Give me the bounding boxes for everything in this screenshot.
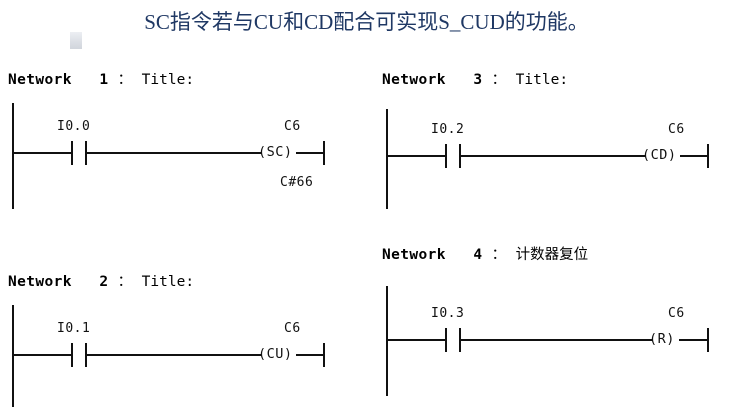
rung-segment-right (460, 155, 645, 157)
rung-segment-left (12, 152, 72, 154)
contact-address-label: I0.0 (57, 119, 91, 134)
network-2-separator: ： (117, 274, 133, 290)
network-3-title: Network 3 ： Title: (382, 68, 722, 89)
left-power-rail (12, 305, 14, 407)
left-power-rail (386, 109, 388, 209)
network-3-subtitle: Title: (515, 72, 569, 88)
slide-heading: SC指令若与CU和CD配合可实现S_CUD的功能。 (144, 10, 589, 34)
network-1-separator: ： (117, 72, 133, 88)
left-power-rail (12, 103, 14, 209)
contact-bar-left (71, 141, 73, 165)
rung-tail (680, 155, 708, 157)
left-power-rail (386, 286, 388, 396)
network-4-label: Network (382, 247, 446, 263)
contact-address-label: I0.3 (431, 306, 465, 321)
network-3-number: 3 (473, 72, 483, 88)
contact-bar-left (445, 328, 447, 352)
coil-instruction: (SC) (258, 144, 293, 160)
network-2-title: Network 2 ： Title: (8, 270, 338, 291)
contact-bar-left (445, 144, 447, 168)
rung-tail (679, 339, 708, 341)
network-2-subtitle: Title: (141, 274, 195, 290)
coil-instruction: (R) (649, 331, 675, 347)
contact-address-label: I0.1 (57, 321, 91, 336)
rung-segment-left (12, 354, 72, 356)
rung-segment-right (460, 339, 652, 341)
rung-terminator (707, 328, 709, 352)
network-4-separator: ： (491, 247, 507, 263)
network-4-block: Network 4 ： 计数器复位 I0.3 (R) C6 (382, 243, 722, 401)
rung-segment-right (86, 354, 261, 356)
network-3-ladder: I0.2 (CD) C6 (382, 109, 722, 217)
rung-segment-left (386, 155, 446, 157)
network-2-number: 2 (99, 274, 109, 290)
rung-segment-left (386, 339, 446, 341)
coil-address-label: C6 (668, 306, 685, 321)
network-1-subtitle: Title: (141, 72, 195, 88)
network-3-block: Network 3 ： Title: I0.2 (CD) C6 (382, 68, 722, 217)
coil-address-label: C6 (284, 119, 301, 134)
rung-terminator (707, 144, 709, 168)
network-4-title: Network 4 ： 计数器复位 (382, 243, 722, 264)
network-4-number: 4 (473, 247, 483, 263)
network-1-title: Network 1 ： Title: (8, 68, 338, 89)
coil-address-label: C6 (284, 321, 301, 336)
network-3-separator: ： (491, 72, 507, 88)
network-2-block: Network 2 ： Title: I0.1 (CU) C6 (8, 270, 338, 413)
rung-terminator (323, 141, 325, 165)
rung-terminator (323, 343, 325, 367)
coil-instruction: (CD) (642, 147, 677, 163)
rung-tail (296, 354, 324, 356)
network-4-ladder: I0.3 (R) C6 (382, 286, 722, 401)
coil-address-label: C6 (668, 122, 685, 137)
network-2-ladder: I0.1 (CU) C6 (8, 305, 338, 413)
network-1-ladder: I0.0 (SC) C6 C#66 (8, 103, 338, 213)
text-cursor-artifact (70, 32, 82, 49)
rung-tail (296, 152, 324, 154)
network-4-subtitle: 计数器复位 (515, 247, 589, 263)
contact-address-label: I0.2 (431, 122, 465, 137)
network-3-label: Network (382, 72, 446, 88)
coil-preset-label: C#66 (280, 175, 314, 190)
network-2-label: Network (8, 274, 72, 290)
network-1-block: Network 1 ： Title: I0.0 (SC) C6 C#66 (8, 68, 338, 213)
coil-instruction: (CU) (258, 346, 293, 362)
contact-bar-left (71, 343, 73, 367)
rung-segment-right (86, 152, 261, 154)
network-1-number: 1 (99, 72, 109, 88)
network-1-label: Network (8, 72, 72, 88)
